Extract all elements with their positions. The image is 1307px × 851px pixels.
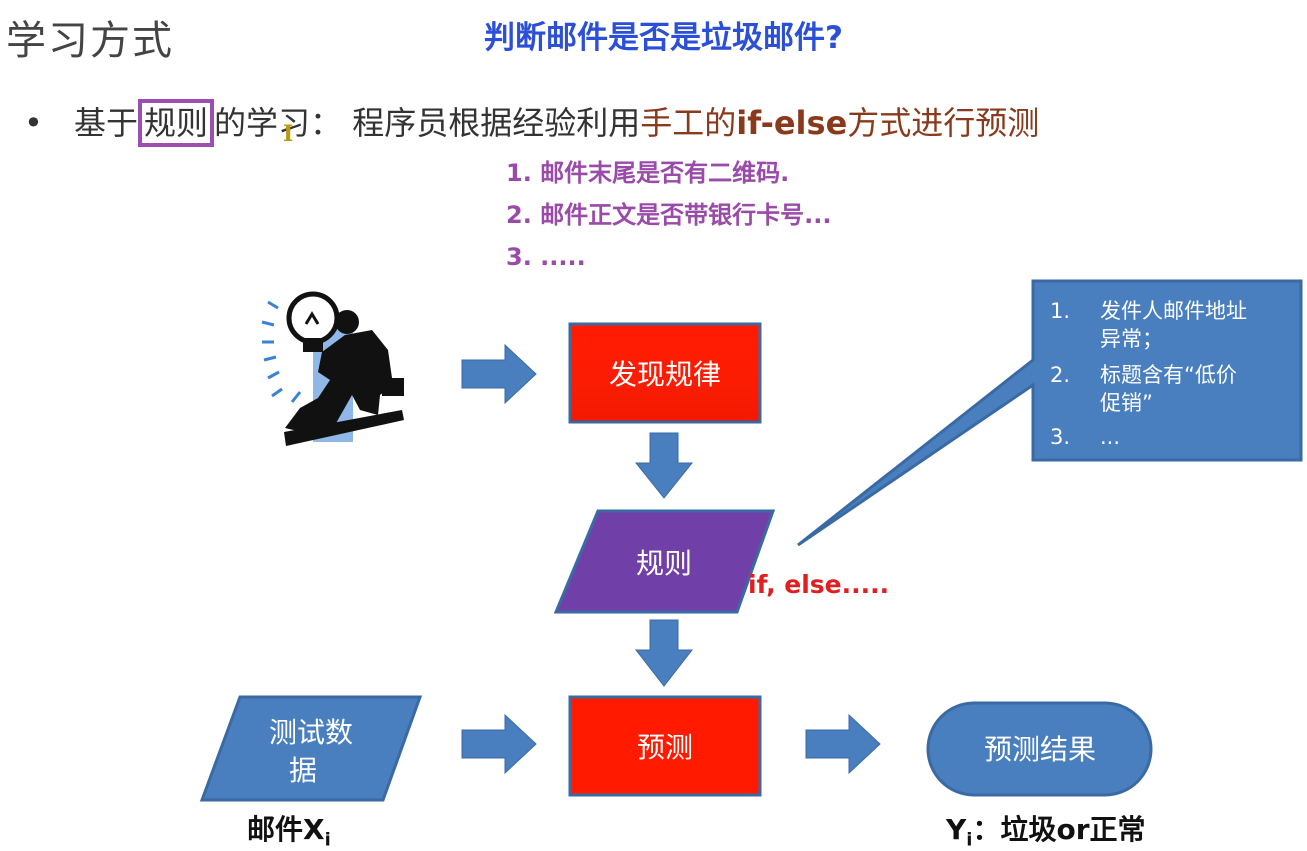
callout-num-2: 2. <box>1050 363 1070 387</box>
rules-list: 1. 邮件末尾是否有二维码. 2. 邮件正文是否带银行卡号... 3. ....… <box>506 152 832 278</box>
bullet-dot: • <box>24 104 43 142</box>
callout-num-3: 3. <box>1050 425 1070 449</box>
callout-item1-line1: 发件人邮件地址 <box>1100 299 1247 323</box>
arrow-down-2 <box>634 619 694 687</box>
y-rest: ：垃圾or正常 <box>972 813 1146 846</box>
predict-box <box>568 695 762 797</box>
rules-label: 规则 <box>636 547 692 580</box>
callout-item1-line2: 异常； <box>1100 327 1163 351</box>
bullet-line: • 基于规则的学习： 程序员根据经验利用手工的if-else方式进行预测 <box>24 98 1039 147</box>
callout-list: 1. 发件人邮件地址 异常； 2. 标题含有“低价 促销” 3. ... <box>1050 299 1247 449</box>
rules-list-item: 3. ..... <box>506 243 586 271</box>
callout-item2-line1: 标题含有“低价 <box>1100 363 1237 387</box>
if-else-label: if, else..... <box>748 570 890 599</box>
rules-list-item: 1. 邮件末尾是否有二维码. <box>506 159 790 187</box>
y-label: Yi：垃圾or正常 <box>946 808 1146 851</box>
y-text: Y <box>946 813 967 846</box>
brown-text-1: 手工的 <box>640 104 737 142</box>
result-box <box>926 701 1153 797</box>
callout-bubble <box>797 279 1303 547</box>
mail-x-text: 邮件X <box>247 813 325 846</box>
arrow-right-2 <box>461 713 537 775</box>
bullet-brown-text: 手工的if-else方式进行预测 <box>640 104 1039 142</box>
text-cursor-icon: I <box>283 121 294 147</box>
main-title: 判断邮件是否是垃圾邮件? <box>484 20 843 56</box>
test-data-label-line1: 测试数 <box>269 716 353 749</box>
brown-bold-ifelse: if-else <box>736 104 848 142</box>
discover-label: 发现规律 <box>609 358 721 391</box>
arrow-right-1 <box>461 343 537 405</box>
test-data-label-line2: 据 <box>289 754 317 787</box>
mail-x-subscript: i <box>324 829 331 851</box>
discover-box <box>568 322 762 424</box>
boxed-rules-text: 规则 <box>138 99 215 147</box>
arrow-right-3 <box>805 713 881 775</box>
rules-parallelogram <box>553 509 776 614</box>
callout-item2-line2: 促销” <box>1100 391 1153 415</box>
mail-x-label: 邮件Xi <box>247 808 331 851</box>
bullet-suffix: 的学习： 程序员根据经验利用 <box>214 104 641 142</box>
callout-item3-line1: ... <box>1100 425 1120 449</box>
man-with-lightbulb-icon <box>261 291 404 446</box>
bullet-prefix: 基于 <box>74 104 139 142</box>
arrow-down-1 <box>634 432 694 499</box>
result-label: 预测结果 <box>984 733 1096 766</box>
callout-num-1: 1. <box>1050 299 1070 323</box>
arrows <box>461 343 881 775</box>
brown-text-2: 方式进行预测 <box>847 104 1040 142</box>
rules-list-item: 2. 邮件正文是否带银行卡号... <box>506 201 832 229</box>
y-subscript: i <box>966 829 973 851</box>
test-data-parallelogram <box>199 695 423 802</box>
section-title: 学习方式 <box>6 18 174 64</box>
predict-label: 预测 <box>637 731 693 764</box>
